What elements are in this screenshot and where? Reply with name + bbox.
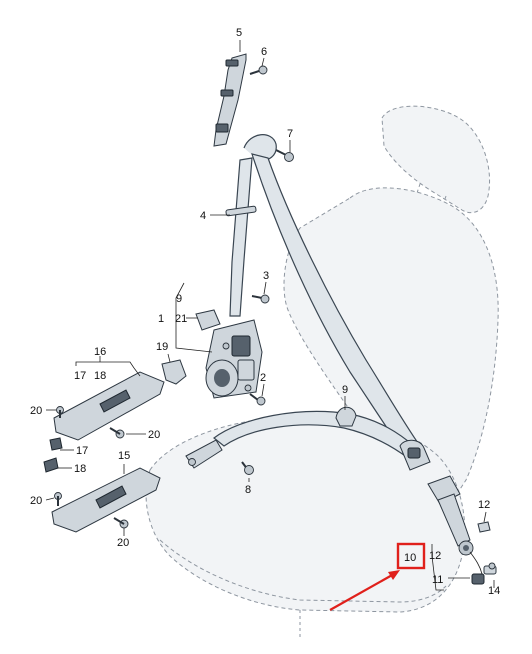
- callout-16: 16: [94, 346, 106, 358]
- callout-7: 7: [287, 128, 293, 140]
- callout-15: 15: [118, 450, 130, 462]
- callout-11: 11: [432, 574, 443, 586]
- callout-19: 19: [156, 341, 168, 353]
- cover-21: [195, 309, 221, 331]
- callout-2: 2: [260, 372, 266, 384]
- buckle: [427, 475, 483, 575]
- callout-21: 21: [175, 313, 187, 325]
- bolt-3: [251, 294, 270, 304]
- clip-12: [477, 521, 491, 533]
- callout-20-c: 20: [30, 495, 42, 507]
- leader-lines: [45, 40, 495, 591]
- callout-3: 3: [263, 270, 269, 282]
- seat-rail-upper: [43, 371, 165, 473]
- callout-6: 6: [261, 46, 267, 58]
- callout-1: 1: [158, 313, 164, 325]
- callout-12-left: 12: [429, 550, 441, 562]
- clip-19: [161, 359, 187, 385]
- height-adjuster-rail: [213, 53, 247, 147]
- callout-labels: 5 6 7 4 3 9 1 21 2 16 17 18 19 9 20 20 1…: [30, 27, 500, 597]
- callout-18-upper: 18: [94, 370, 106, 382]
- highlight-callout-10: [329, 542, 426, 611]
- callout-17-upper: 17: [74, 370, 86, 382]
- strap-clip-4: [225, 205, 257, 217]
- callout-4: 4: [200, 210, 206, 222]
- seat-rail-lower: [51, 467, 161, 533]
- bolt-8: [241, 461, 254, 475]
- callout-18-lower: 18: [74, 463, 86, 475]
- buckle-sensor: [471, 562, 497, 585]
- bolt-7: [275, 149, 294, 162]
- callout-8: 8: [245, 484, 251, 496]
- bolt-2: [249, 393, 266, 406]
- callout-17-lower: 17: [76, 445, 88, 457]
- callout-10: 10: [404, 552, 416, 564]
- callout-5: 5: [236, 27, 242, 39]
- callout-12-right: 12: [478, 499, 490, 511]
- callout-20-a: 20: [30, 405, 42, 417]
- latch-plate: [399, 439, 431, 471]
- callout-14: 14: [488, 585, 500, 597]
- bolt-6: [249, 65, 268, 75]
- belt-webbing: [185, 134, 421, 469]
- callout-20-b: 20: [148, 429, 160, 441]
- callout-9-upper: 9: [176, 293, 182, 305]
- callout-20-d: 20: [117, 537, 129, 549]
- seat-outline: [145, 105, 499, 640]
- callout-9-lower: 9: [342, 384, 348, 396]
- retractor: [205, 319, 263, 399]
